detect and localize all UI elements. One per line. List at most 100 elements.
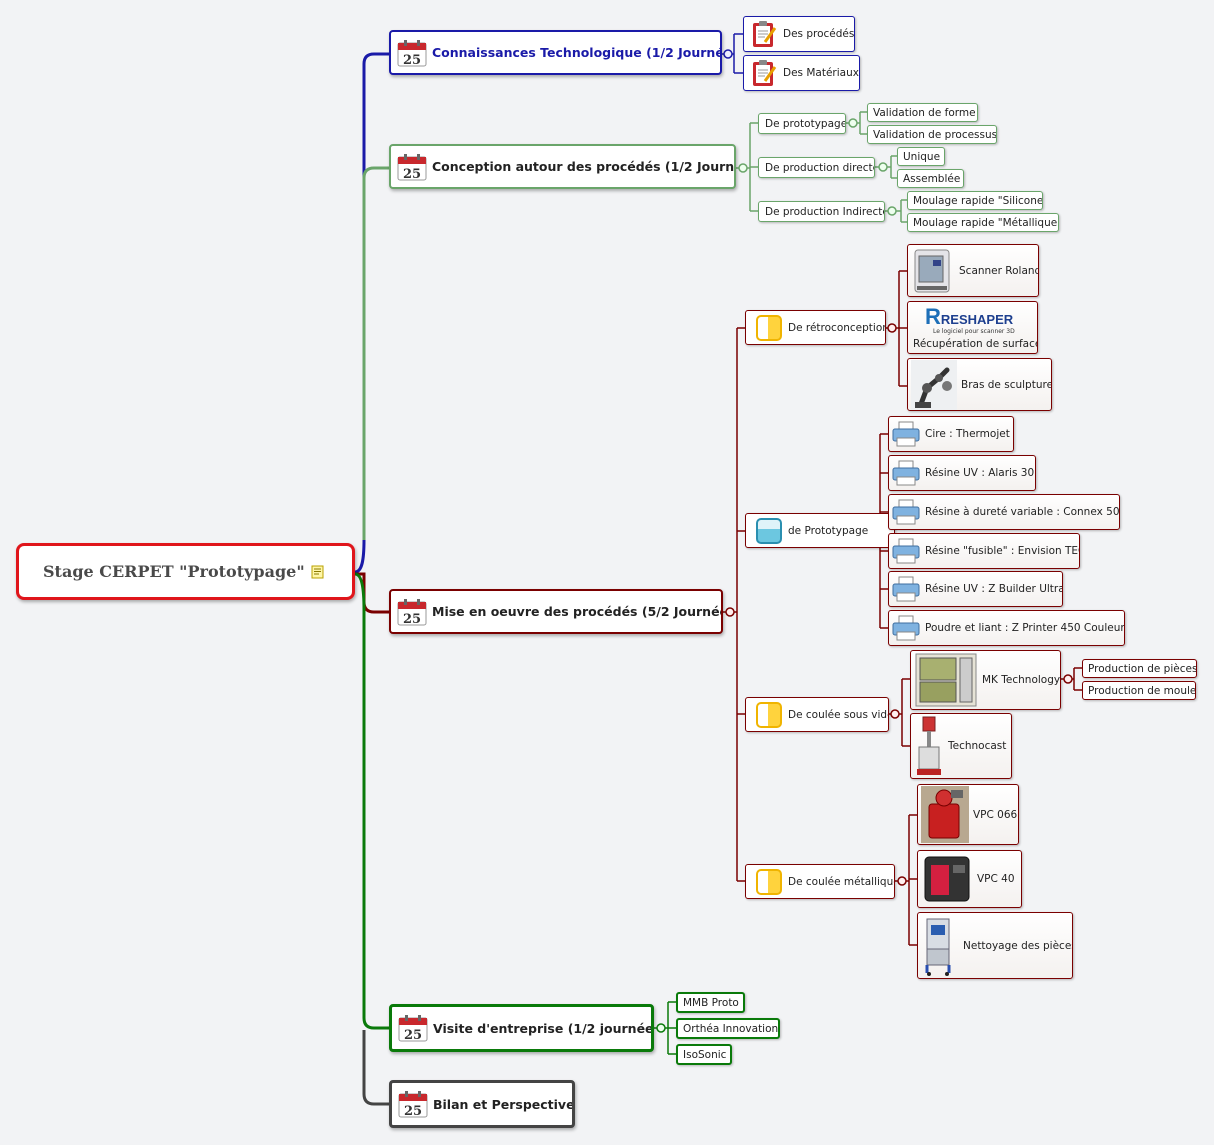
topic-production-moule[interactable]: Production de moule — [1082, 681, 1196, 700]
calendar-icon: 25 — [398, 1091, 428, 1118]
topic-production-directe[interactable]: De production directe — [758, 157, 875, 178]
topic-label: Des procédés — [783, 28, 855, 40]
topic-recuperation-surface[interactable]: R RESHAPER Le logiciel pour scanner 3D R… — [907, 301, 1038, 354]
topic-resine-uv-alaris[interactable]: Résine UV : Alaris 30 — [888, 455, 1036, 491]
topic-coulee-sous-vide[interactable]: De coulée sous vide — [745, 697, 889, 732]
topic-label: Unique — [903, 150, 941, 163]
topic-label: VPC 066 — [973, 808, 1018, 821]
clipboard-icon — [753, 60, 777, 86]
topic-isosonic[interactable]: IsoSonic — [676, 1044, 732, 1065]
topic-de-prototypage-machines[interactable]: de Prototypage — [745, 513, 895, 548]
topic-technocast[interactable]: Technocast — [910, 713, 1012, 779]
branch-label: Mise en oeuvre des procédés (5/2 Journée… — [432, 604, 723, 619]
topic-nettoyage-pieces[interactable]: Nettoyage des pièces — [917, 912, 1073, 979]
branch-bilan-perspectives[interactable]: 25 Bilan et Perspectives — [389, 1080, 575, 1128]
branch-connaissances[interactable]: 25 Connaissances Technologique (1/2 Jour… — [389, 30, 722, 75]
yellow-box-icon — [756, 701, 782, 728]
topic-label: Assemblée — [903, 172, 961, 185]
yellow-box-icon — [756, 868, 782, 895]
topic-vpc-40[interactable]: VPC 40 — [917, 850, 1022, 908]
calendar-icon: 25 — [397, 39, 427, 67]
topic-label: VPC 40 — [977, 873, 1015, 885]
branch-conception[interactable]: 25 Conception autour des procédés (1/2 J… — [389, 144, 736, 189]
topic-label: de Prototypage — [788, 524, 869, 537]
topic-validation-forme[interactable]: Validation de forme — [867, 103, 978, 122]
calendar-icon: 25 — [397, 598, 427, 626]
calendar-day: 25 — [404, 1104, 422, 1118]
printer-icon — [892, 615, 920, 641]
topic-de-prototypage[interactable]: De prototypage — [758, 113, 846, 134]
topic-unique[interactable]: Unique — [897, 147, 945, 166]
topic-label: Nettoyage des pièces — [963, 939, 1073, 952]
printer-icon — [892, 499, 920, 525]
topic-moulage-silicone[interactable]: Moulage rapide "Silicone" — [907, 191, 1043, 210]
branch-label: Conception autour des procédés (1/2 Jour… — [432, 159, 736, 174]
topic-label: De production directe — [765, 161, 875, 174]
topic-label: Cire : Thermojet — [925, 428, 1010, 440]
vpc066-photo — [921, 786, 969, 843]
calendar-day: 25 — [404, 1028, 422, 1042]
topic-label: De prototypage — [765, 117, 846, 130]
topic-assemblee[interactable]: Assemblée — [897, 169, 964, 188]
calendar-day: 25 — [403, 167, 421, 181]
printer-icon — [892, 538, 920, 564]
cleaning-machine-photo — [925, 918, 951, 976]
sculpture-arm-photo — [911, 359, 957, 410]
topic-resine-connex[interactable]: Résine à dureté variable : Connex 500 — [888, 494, 1120, 530]
topic-label: Résine "fusible" : Envision TEC — [925, 545, 1080, 557]
topic-label: Orthéa Innovation — [683, 1022, 779, 1035]
topic-vpc-066[interactable]: VPC 066 — [917, 784, 1019, 845]
topic-label: Des Matériaux — [783, 67, 859, 79]
topic-label: Validation de forme — [873, 106, 976, 119]
reshaper-logo-tagline: Le logiciel pour scanner 3D — [933, 327, 1015, 335]
topic-coulee-metallique[interactable]: De coulée métallique — [745, 864, 895, 899]
topic-label: Récupération de surface — [913, 337, 1038, 350]
printer-icon — [892, 576, 920, 602]
topic-production-indirecte[interactable]: De production Indirecte — [758, 201, 885, 222]
topic-poudre-zprinter[interactable]: Poudre et liant : Z Printer 450 Couleurs — [888, 610, 1125, 646]
topic-label: Production de pièces — [1088, 662, 1197, 675]
topic-label: Scanner Roland — [959, 264, 1039, 277]
topic-label: Production de moule — [1088, 684, 1196, 697]
topic-label: De production Indirecte — [765, 205, 885, 218]
blue-box-icon — [756, 517, 782, 544]
yellow-box-icon — [756, 314, 782, 341]
topic-label: Poudre et liant : Z Printer 450 Couleurs — [925, 622, 1125, 634]
technocast-photo — [917, 716, 941, 775]
topic-label: MMB Proto — [683, 996, 739, 1009]
topic-des-materiaux[interactable]: Des Matériaux — [743, 55, 860, 91]
topic-mk-technology[interactable]: MK Technology — [910, 650, 1061, 710]
printer-icon — [892, 421, 920, 447]
scanner-photo — [914, 249, 950, 292]
topic-scanner-roland[interactable]: Scanner Roland — [907, 244, 1039, 297]
topic-mmb-proto[interactable]: MMB Proto — [676, 992, 745, 1013]
topic-label: Moulage rapide "Silicone" — [913, 194, 1043, 207]
topic-orthea-innovation[interactable]: Orthéa Innovation — [676, 1018, 780, 1039]
note-icon — [311, 565, 324, 578]
topic-label: Résine à dureté variable : Connex 500 — [925, 506, 1120, 518]
calendar-day: 25 — [403, 53, 421, 67]
topic-cire-thermojet[interactable]: Cire : Thermojet — [888, 416, 1014, 452]
root-node[interactable]: Stage CERPET "Prototypage" — [16, 543, 355, 600]
topic-label: Technocast — [948, 740, 1007, 752]
calendar-day: 25 — [403, 612, 421, 626]
root-label: Stage CERPET "Prototypage" — [43, 562, 305, 581]
topic-validation-processus[interactable]: Validation de processus — [867, 125, 997, 144]
topic-label: De rétroconception — [788, 321, 886, 334]
topic-retroconception[interactable]: De rétroconception — [745, 310, 886, 345]
topic-bras-sculpture[interactable]: Bras de sculpture — [907, 358, 1052, 411]
topic-label: Résine UV : Alaris 30 — [925, 467, 1035, 479]
branch-visite-entreprise[interactable]: 25 Visite d'entreprise (1/2 journée) — [389, 1004, 654, 1052]
reshaper-logo-text: RESHAPER — [940, 311, 1014, 327]
branch-label: Visite d'entreprise (1/2 journée) — [433, 1020, 654, 1036]
topic-production-pieces[interactable]: Production de pièces — [1082, 659, 1197, 678]
topic-moulage-metallique[interactable]: Moulage rapide "Métallique" — [907, 213, 1059, 232]
printer-icon — [892, 460, 920, 486]
branch-mise-en-oeuvre[interactable]: 25 Mise en oeuvre des procédés (5/2 Jour… — [389, 589, 723, 634]
topic-resine-zbuilder[interactable]: Résine UV : Z Builder Ultra — [888, 571, 1063, 607]
topic-label: Validation de processus — [873, 128, 997, 141]
topic-des-procedes[interactable]: Des procédés — [743, 16, 855, 52]
calendar-icon: 25 — [397, 153, 427, 181]
topic-resine-fusible[interactable]: Résine "fusible" : Envision TEC — [888, 533, 1080, 569]
